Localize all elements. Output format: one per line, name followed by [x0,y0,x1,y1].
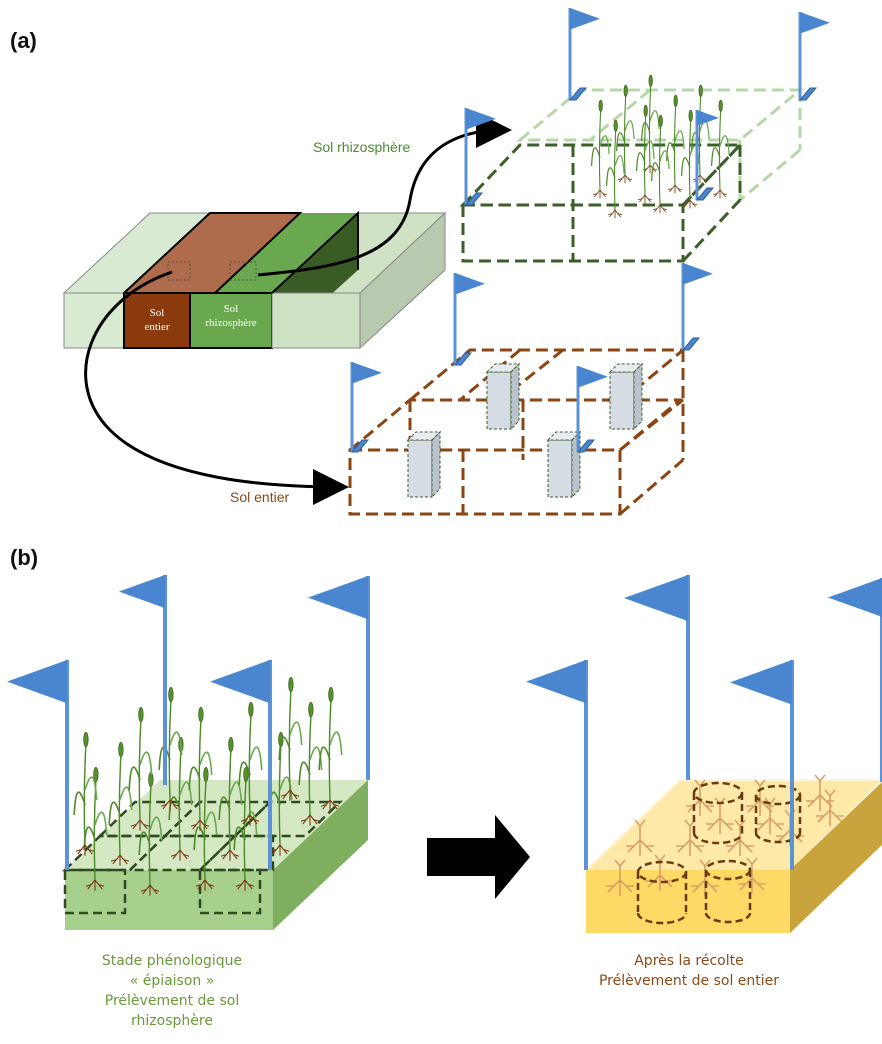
flag-icon [119,575,167,785]
wheat-plant-icon [278,676,303,801]
panel-a-label: (a) [10,28,37,53]
wheat-plant-icon [665,94,685,194]
wheat-plant-icon [233,766,258,891]
root-icon [606,859,634,896]
big-transition-arrow [427,815,530,899]
green-block-front [65,870,273,930]
flags-panel-b [7,575,882,870]
wheat-plant-icon [318,686,343,811]
slab-label-rhizo-2: rhizosphère [205,317,256,329]
yellow-block-side [790,782,882,933]
caption-left-line-4: rhizosphère [131,1013,213,1029]
wheat-plant-icon [605,119,625,219]
wheat-plant-icon [158,686,183,811]
slab-band-outline [123,212,303,294]
slab-front-right [271,292,361,349]
yellow-block-front [586,870,790,933]
slab-mini-grid-2 [229,261,257,281]
slab-front-whole-soil [123,292,191,349]
wheat-plant-icon [615,84,635,184]
wheat-plant-icon [138,771,163,896]
flag-icon [7,660,69,870]
caption-right-line-2: Prélèvement de sol entier [599,973,779,989]
wheat-plant-icon [238,701,263,826]
whole-soil-label: Sol entier [230,489,289,505]
flags-panel-a [350,8,830,453]
slab-band-outline-2 [271,210,359,294]
soil-core-cylinders [636,781,802,925]
wheat-plant-icon [128,706,153,831]
wheat-plant-icon [188,706,213,831]
wheat-plant-icon [218,736,243,861]
wheat-plant-icon [635,104,655,204]
flag-icon [624,575,690,780]
flag-icon [210,660,272,870]
slab-label-rhizo-1: Sol [224,303,239,315]
flag-icon [464,108,496,206]
wheat-plant-icon [590,99,610,199]
flag-icon [453,273,485,366]
yellow-soil-block [585,779,882,933]
yellow-block-top [586,780,882,870]
caption-left: Stade phénologique « épiaison » Prélèvem… [102,953,242,1029]
root-icon [756,797,784,834]
flag-icon [568,8,600,101]
slab-label-whole-1: Sol [150,307,165,319]
slab-front-rhizosphere [189,292,273,349]
flag-icon [576,366,608,453]
soil-core-4 [608,362,644,431]
root-icon [816,789,844,826]
caption-right: Après la récolte Prélèvement de sol enti… [599,953,779,989]
wheat-plant-icon [650,114,670,214]
root-icon [738,857,766,894]
arrow-to-whole-soil [84,270,349,505]
harvest-roots [606,774,844,896]
green-soil-block [61,780,368,930]
flag-icon [695,110,719,201]
rhizosphere-soil-label: Sol rhizosphère [313,139,410,155]
green-block-side [273,780,368,930]
wheat-field-small [590,74,730,219]
caption-left-line-1: Stade phénologique [102,953,242,969]
slab-label-whole-2: entier [144,321,169,333]
flag-icon [730,660,794,870]
flag-icon [798,12,830,101]
wheat-plant-icon [193,766,218,891]
slab-top-green [215,213,358,293]
flag-icon [308,576,370,780]
whole-soil-sampling-grid [345,348,688,516]
wheat-plant-icon [690,84,710,184]
caption-left-line-2: « épiaison » [130,973,215,989]
root-icon [676,819,704,856]
soil-core-2 [485,362,521,431]
rhizosphere-sampling-grid [459,88,805,263]
root-icon [706,797,734,834]
caption-left-line-3: Prélèvement de sol [105,993,239,1009]
soil-slab: Sol entier Sol rhizosphère [62,210,447,350]
flag-icon [350,362,382,453]
wheat-field-large [73,676,343,896]
root-icon [726,819,754,856]
soil-core-3 [546,430,582,499]
soil-core-1 [406,430,442,499]
flag-icon [828,578,882,782]
root-icon [626,819,654,856]
flag-icon [681,263,713,351]
wheat-plant-icon [108,741,133,866]
caption-right-line-1: Après la récolte [634,953,744,969]
panel-b-label: (b) [10,545,38,570]
wheat-plant-icon [73,731,98,856]
wheat-plant-icon [298,701,323,826]
wheat-plant-icon [710,99,730,199]
flag-icon [526,660,588,870]
